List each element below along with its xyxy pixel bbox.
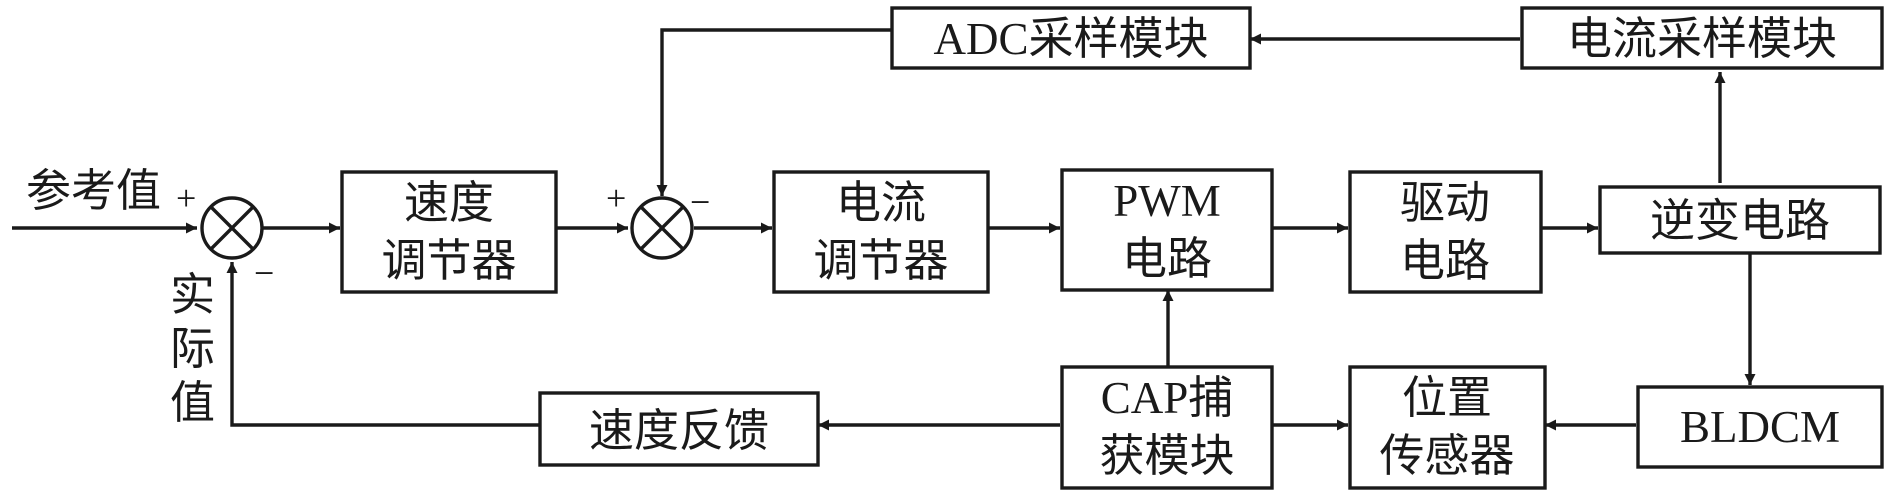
block-speed-regulator: 速度 调节器 xyxy=(340,170,558,294)
actual-value-label-2: 际 xyxy=(170,324,215,374)
signal-lines xyxy=(12,28,1756,431)
block-pwm-line2: 电路 xyxy=(1122,234,1212,284)
block-speed-reg-line1: 速度 xyxy=(404,178,494,228)
actual-value-label-3: 值 xyxy=(170,378,215,428)
block-pwm-line1: PWM xyxy=(1113,176,1221,226)
wire-adc-to-sum2 xyxy=(656,28,892,196)
actual-value-label-1: 实 xyxy=(170,270,215,320)
block-current-reg-line2: 调节器 xyxy=(813,236,948,286)
block-position-sensor: 位置 传感器 xyxy=(1348,365,1547,490)
block-drive-circuit: 驱动 电路 xyxy=(1348,170,1543,294)
block-inverter-label: 逆变电路 xyxy=(1650,196,1830,246)
block-drive-line2: 电路 xyxy=(1400,236,1490,286)
summing-junction-speed xyxy=(200,196,264,260)
block-speed-reg-line2: 调节器 xyxy=(381,236,516,286)
block-speed-fb-label: 速度反馈 xyxy=(589,406,769,456)
sum2-minus-sign: − xyxy=(690,182,710,222)
block-current-reg-line1: 电流 xyxy=(836,178,926,228)
block-current-sampling: 电流采样模块 xyxy=(1520,6,1884,70)
block-pos-sensor-line1: 位置 xyxy=(1402,373,1492,423)
block-pos-sensor-line2: 传感器 xyxy=(1379,431,1514,481)
sum1-plus-sign: + xyxy=(176,178,196,218)
block-inverter-circuit: 逆变电路 xyxy=(1598,185,1882,255)
block-drive-line1: 驱动 xyxy=(1400,178,1490,228)
block-pwm-circuit: PWM 电路 xyxy=(1060,168,1274,292)
block-current-regulator: 电流 调节器 xyxy=(772,170,990,294)
sum1-minus-sign: − xyxy=(254,253,274,293)
reference-value-label: 参考值 xyxy=(26,166,161,216)
block-speed-feedback: 速度反馈 xyxy=(538,391,820,467)
summing-junction-current xyxy=(630,196,694,260)
sum2-plus-sign: + xyxy=(606,178,626,218)
block-current-sample-label: 电流采样模块 xyxy=(1567,14,1837,64)
block-bldcm-label: BLDCM xyxy=(1680,402,1840,452)
block-adc-sampling: ADC采样模块 xyxy=(890,6,1252,70)
block-cap-capture: CAP捕 获模块 xyxy=(1060,365,1274,490)
block-bldcm: BLDCM xyxy=(1636,385,1884,469)
wire-speed-fb-to-sum1 xyxy=(226,262,540,427)
block-cap-line2: 获模块 xyxy=(1099,431,1234,481)
block-adc-label: ADC采样模块 xyxy=(933,14,1208,64)
block-cap-line1: CAP捕 xyxy=(1101,373,1234,423)
